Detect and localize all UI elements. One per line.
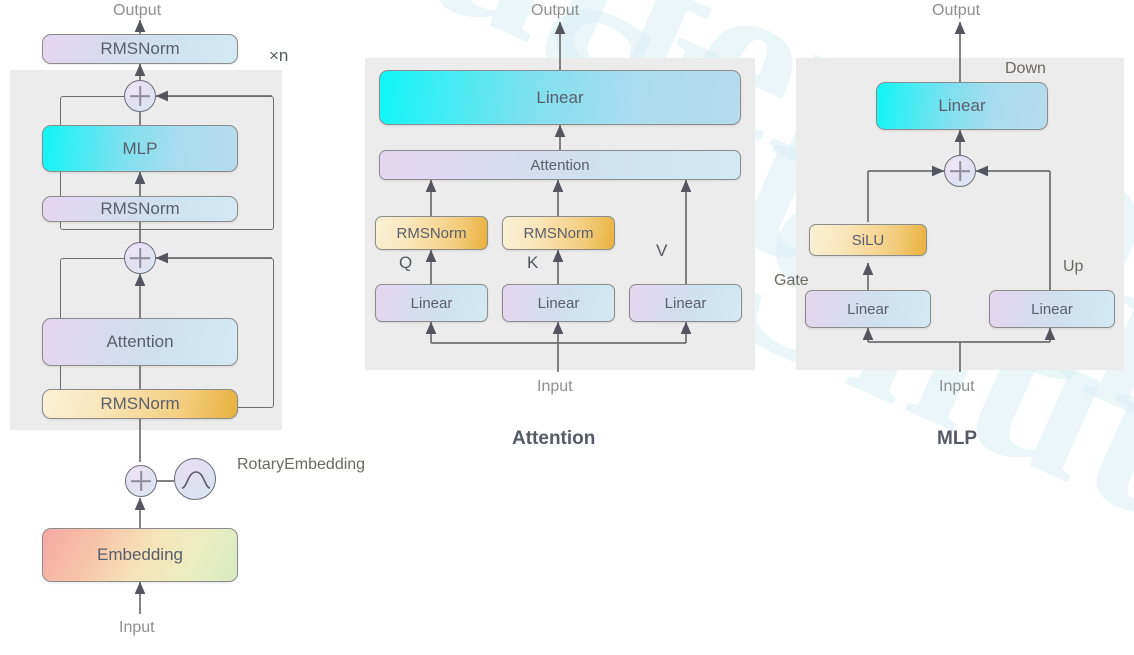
block-label: Linear [536,87,584,107]
block-label: SiLU [851,231,885,249]
block-final-rmsnorm[interactable]: RMSNorm [42,34,238,64]
block-attn-out-proj[interactable]: Linear [379,70,741,125]
block-label: MLP [122,138,158,158]
block-label: RMSNorm [523,224,594,242]
block-q-proj[interactable]: Linear [375,284,488,322]
block-attention-core[interactable]: Attention [379,150,741,180]
block-gate-proj[interactable]: Linear [805,290,931,328]
attention-input-label: Input [537,378,573,395]
repeat-count-label: ×n [269,46,289,65]
block-down-proj[interactable]: Linear [876,82,1048,130]
block-up-proj[interactable]: Linear [989,290,1115,328]
block-label: RMSNorm [396,224,467,242]
sine-wave-icon[interactable] [174,458,216,500]
attention-output-label: Output [531,2,580,19]
block-label: Linear [410,294,453,312]
mlp-output-label: Output [932,2,981,19]
mlp-residual-add[interactable] [124,80,156,112]
block-label: RMSNorm [100,394,180,413]
input-label: Input [119,619,155,636]
block-mlp[interactable]: MLP [42,125,238,172]
mlp-input-label: Input [939,378,975,395]
down-edge-label: Down [1005,60,1046,77]
block-label: Embedding [96,545,183,564]
block-pre-attn-rmsnorm[interactable]: RMSNorm [42,389,238,419]
block-label: Attention [106,332,174,351]
block-embedding[interactable]: Embedding [42,528,238,582]
block-silu[interactable]: SiLU [809,224,927,256]
block-label: Linear [1031,300,1073,318]
block-label: Linear [537,294,580,312]
block-pre-mlp-rmsnorm[interactable]: RMSNorm [42,196,238,222]
gate-edge-label: Gate [774,272,809,289]
block-attention[interactable]: Attention [42,318,238,366]
block-label: RMSNorm [100,199,180,218]
output-label: Output [113,2,162,19]
mlp-caption: MLP [937,428,978,449]
block-label: RMSNorm [100,39,180,58]
block-label: Attention [530,156,590,174]
rotary-embedding-label: RotaryEmbedding [237,456,366,473]
block-label: Linear [664,294,707,312]
block-v-proj[interactable]: Linear [629,284,742,322]
block-k-norm[interactable]: RMSNorm [502,216,615,250]
attention-residual-add[interactable] [124,242,156,274]
block-label: Linear [938,96,986,115]
rotary-add[interactable] [125,465,157,497]
block-label: Linear [847,300,889,318]
up-edge-label: Up [1063,258,1084,275]
block-q-norm[interactable]: RMSNorm [375,216,488,250]
v-edge-label: V [656,241,668,260]
q-edge-label: Q [399,253,413,272]
k-edge-label: K [527,253,539,272]
attention-caption: Attention [512,428,596,449]
block-k-proj[interactable]: Linear [502,284,615,322]
gate-up-multiply-add[interactable] [944,155,976,187]
